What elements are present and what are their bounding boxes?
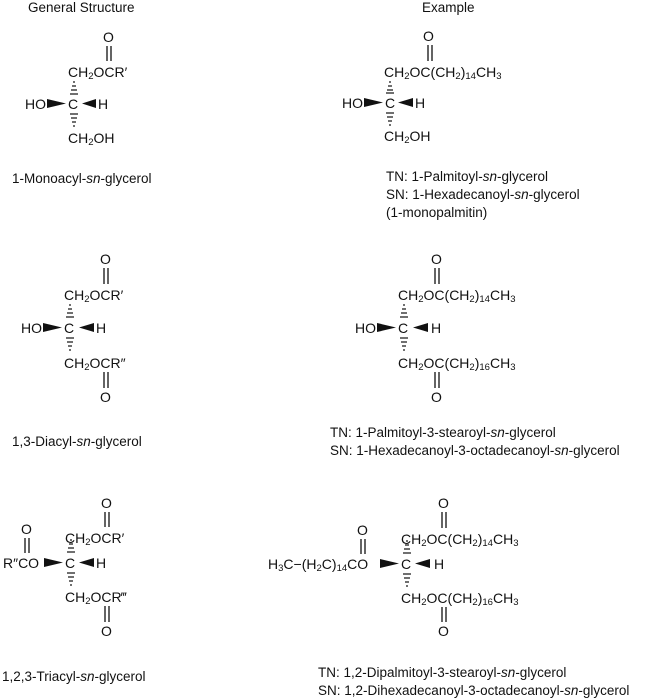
bottom-group: CH2OC(CH2)16CH3	[401, 590, 519, 608]
wedge-bond-right	[415, 559, 430, 568]
right-substituent: H	[96, 320, 107, 336]
right-substituent: H	[434, 556, 445, 572]
wedge-bond-left	[380, 559, 399, 568]
carbonyl-oxygen: O	[431, 251, 442, 267]
left-carbonyl-oxygen: O	[357, 522, 368, 538]
top-group: CH2OC(CH2)14CH3	[398, 287, 516, 305]
hashed-bond-down	[386, 112, 394, 126]
carbonyl-oxygen: O	[100, 251, 111, 267]
left-substituent: H3C−(H2C)14CO	[268, 556, 369, 574]
left-substituent: HO	[355, 320, 376, 336]
bottom-group: CH2OCR‴	[65, 589, 127, 607]
chiral-carbon: C	[64, 320, 75, 336]
top-group: CH2OC(CH2)14CH3	[384, 64, 502, 82]
top-group: CH2OC(CH2)14CH3	[401, 531, 519, 549]
wedge-bond-left	[44, 558, 63, 567]
bottom-group: CH2OH	[384, 128, 431, 146]
right-substituent: H	[98, 96, 109, 112]
example-names-monoacyl: TN: 1-Palmitoyl-sn-glycerol SN: 1-Hexade…	[386, 168, 580, 222]
hashed-bond-up	[403, 540, 411, 554]
carbonyl-oxygen: O	[438, 495, 449, 511]
carbonyl-oxygen: O	[101, 495, 112, 511]
name-triacyl: 1,2,3-Triacyl-sn-glycerol	[2, 669, 146, 684]
wedge-bond-left	[47, 99, 66, 108]
hashed-bond-up	[67, 539, 75, 553]
carbonyl-oxygen: O	[423, 28, 434, 44]
systematic-name: SN: 1-Hexadecanoyl-sn-glycerol	[386, 187, 580, 202]
example-names-triacyl: TN: 1,2-Dipalmitoyl-3-stearoyl-sn-glycer…	[318, 664, 629, 700]
systematic-name: SN: 1-Hexadecanoyl-3-octadecanoyl-sn-gly…	[330, 443, 620, 458]
right-substituent: H	[415, 95, 426, 111]
left-carbonyl-oxygen: O	[21, 521, 32, 537]
hashed-bond-up	[66, 304, 74, 318]
wedge-bond-right	[79, 323, 94, 332]
trivial-name: TN: 1,2-Dipalmitoyl-3-stearoyl-sn-glycer…	[318, 665, 567, 680]
top-group: CH2OCR′	[68, 64, 128, 82]
right-substituent: H	[431, 320, 442, 336]
example-names-diacyl: TN: 1-Palmitoyl-3-stearoyl-sn-glycerol S…	[330, 424, 620, 460]
name-diacyl: 1,3-Diacyl-sn-glycerol	[12, 434, 142, 449]
chiral-carbon: C	[68, 96, 79, 112]
top-group: CH2OCR′	[65, 530, 125, 548]
chiral-carbon: C	[398, 320, 409, 336]
common-name: (1-monopalmitin)	[386, 205, 488, 220]
right-substituent: H	[96, 555, 107, 571]
chiral-carbon: C	[401, 556, 412, 572]
top-group: CH2OCR′	[64, 287, 124, 305]
header-general-structure: General Structure	[28, 0, 135, 15]
chiral-carbon: C	[385, 95, 396, 111]
chiral-carbon: C	[65, 555, 76, 571]
wedge-bond-right	[82, 99, 96, 108]
bottom-group: CH2OCR″	[64, 355, 126, 373]
bottom-group: CH2OC(CH2)16CH3	[398, 355, 516, 373]
hashed-bond-up	[70, 81, 78, 95]
hashed-bond-up	[400, 304, 408, 318]
wedge-bond-left	[364, 98, 383, 107]
carbonyl-oxygen: O	[101, 623, 112, 639]
hashed-bond-down	[67, 572, 75, 586]
carbonyl-oxygen: O	[100, 389, 111, 405]
systematic-name: SN: 1,2-Dihexadecanoyl-3-octadecanoyl-sn…	[318, 683, 630, 698]
hashed-bond-down	[400, 337, 408, 351]
trivial-name: TN: 1-Palmitoyl-sn-glycerol	[386, 169, 549, 184]
bottom-group: CH2OH	[68, 130, 115, 148]
carbonyl-oxygen: O	[431, 389, 442, 405]
hashed-bond-down	[403, 573, 411, 587]
wedge-bond-left	[43, 323, 62, 332]
hashed-bond-up	[386, 81, 394, 94]
name-monoacyl: 1-Monoacyl-sn-glycerol	[12, 171, 152, 186]
wedge-bond-right	[413, 323, 428, 332]
carbonyl-oxygen: O	[438, 623, 449, 639]
trivial-name: TN: 1-Palmitoyl-3-stearoyl-sn-glycerol	[330, 425, 556, 440]
wedge-bond-right	[398, 98, 413, 107]
header-example: Example	[422, 0, 475, 15]
wedge-bond-left	[377, 323, 396, 332]
left-substituent: HO	[342, 95, 363, 111]
hashed-bond-down	[66, 337, 74, 351]
left-substituent: HO	[25, 96, 46, 112]
wedge-bond-right	[79, 558, 94, 567]
left-substituent: R″CO	[3, 555, 40, 571]
carbonyl-oxygen: O	[103, 29, 114, 45]
hashed-bond-down	[70, 113, 78, 127]
left-substituent: HO	[21, 320, 42, 336]
